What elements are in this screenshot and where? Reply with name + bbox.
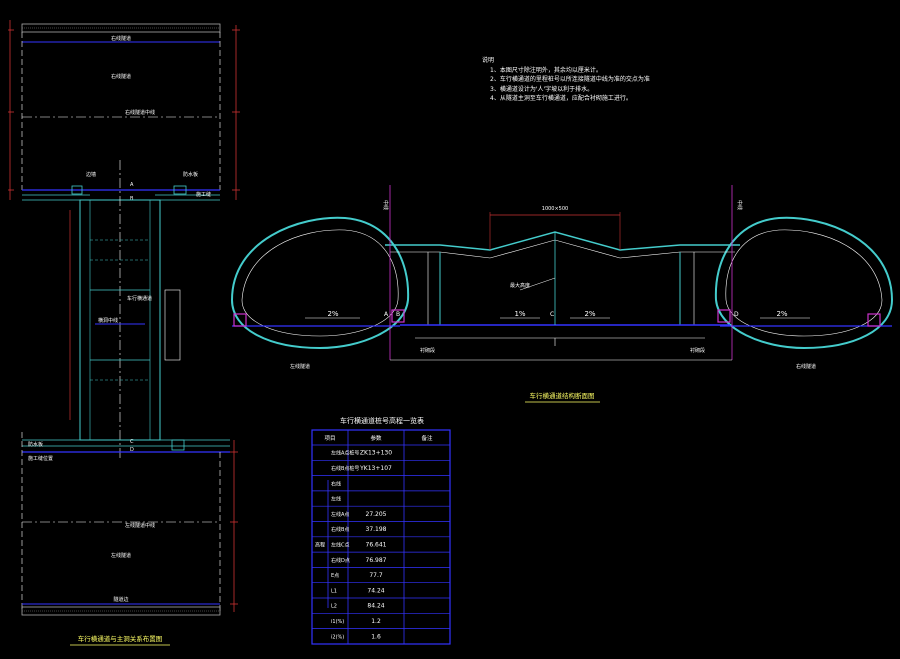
notes-line-1: 1、本图尺寸除注明外，其余均以厘米计。 bbox=[490, 66, 602, 74]
notes-line-2: 2、车行横通道的里程桩号以所连接隧道中线为准的交点为准 bbox=[490, 76, 650, 83]
section-seg-right: 衬砌段 bbox=[690, 347, 705, 354]
table-row-value: YK13+107 bbox=[359, 465, 392, 472]
plan-side-label-3: 施工缝 bbox=[196, 191, 211, 198]
section-view: 2% 1% 2% 2% A B C D 最大高度 1000×500 衬砌段 衬砌… bbox=[230, 185, 894, 403]
notes-line-3: 3、横通道设计为'人'字坡以利于排水。 bbox=[490, 85, 594, 93]
table-row-item: 右线B点 bbox=[331, 526, 349, 533]
table-row-item: 右线D点 bbox=[331, 557, 350, 564]
section-label-b: B bbox=[396, 311, 400, 318]
table-row-value: 37.198 bbox=[366, 526, 387, 533]
section-right-tunnel-label: 右线隧道 bbox=[796, 363, 816, 370]
table-row-item: 左线A点桩号 bbox=[331, 450, 359, 457]
plan-bottom-centerline-label: 左线隧道中线 bbox=[125, 522, 155, 529]
table-grid bbox=[312, 459, 450, 629]
plan-bottom-edge-label: 隧道边 bbox=[113, 596, 128, 603]
table-row-value: 77.7 bbox=[369, 572, 383, 579]
notes-block: 说明 1、本图尺寸除注明外，其余均以厘米计。 2、车行横通道的里程桩号以所连接隧… bbox=[482, 56, 702, 104]
table-title: 车行横通道桩号高程一览表 bbox=[340, 417, 424, 425]
plan-top-road-label: 右线隧道 bbox=[111, 35, 131, 42]
table-row-item: 左线 bbox=[331, 496, 341, 503]
plan-side-label-2: 防水板 bbox=[183, 171, 198, 178]
plan-bottom-label-1: 防水板 bbox=[28, 441, 43, 448]
table-row-value: 1.2 bbox=[371, 618, 381, 625]
section-right-markers: 中线 bbox=[736, 200, 743, 210]
table-row-item: 右线 bbox=[331, 480, 341, 487]
plan-top-center-label: 右线隧道 bbox=[111, 73, 131, 80]
plan-side-label-1: 边墙 bbox=[86, 171, 96, 178]
plan-bottom-center-label: 左线隧道 bbox=[111, 552, 131, 559]
table-header-1: 参数 bbox=[370, 434, 382, 442]
slope-mid-right-label: 2% bbox=[584, 310, 595, 318]
plan-label-d: D bbox=[130, 447, 134, 453]
plan-mid-label-1: 车行横通道 bbox=[127, 295, 152, 302]
section-label-c: C bbox=[550, 311, 554, 318]
plan-label-a: A bbox=[130, 182, 134, 188]
slope-left-label: 2% bbox=[327, 310, 338, 318]
table-row-item: L2 bbox=[331, 604, 337, 610]
plan-mid-label-2: 横洞中线 bbox=[98, 317, 118, 324]
table-row-item: L1 bbox=[331, 588, 337, 594]
table-row-value: 1.6 bbox=[371, 633, 381, 640]
table-row-value: ZK13+130 bbox=[360, 450, 392, 457]
table-row-item: 右线B点桩号 bbox=[331, 465, 359, 472]
table-row-value: 76.987 bbox=[366, 557, 387, 564]
section-left-tunnel-label: 左线隧道 bbox=[290, 363, 310, 370]
section-caption: 车行横通道结构断面图 bbox=[530, 391, 595, 400]
section-label-d: D bbox=[734, 311, 739, 318]
section-seg-left: 衬砌段 bbox=[420, 347, 435, 354]
notes-heading: 说明 bbox=[482, 57, 495, 64]
slope-right-label: 2% bbox=[776, 310, 787, 318]
plan-caption: 车行横通道与主洞关系布置图 bbox=[78, 634, 163, 643]
section-left-markers: 中线 bbox=[382, 200, 389, 210]
slope-mid-left-label: 1% bbox=[514, 310, 525, 318]
table-row-group: 高程 bbox=[315, 541, 325, 548]
table-row-value: 84.24 bbox=[367, 603, 384, 610]
plan-label-c: C bbox=[130, 439, 134, 445]
table-header-2: 备注 bbox=[421, 434, 433, 442]
table-row-item: i2(%) bbox=[331, 634, 344, 640]
notes-line-4: 4、从隧道主洞至车行横通道，应配合衬砌施工进行。 bbox=[490, 95, 632, 102]
table-row-item: E点 bbox=[331, 573, 339, 579]
table-row-value: 74.24 bbox=[367, 587, 384, 594]
table-row-item: 左线A点 bbox=[331, 511, 349, 518]
plan-label-b: B bbox=[130, 196, 134, 202]
section-low-label: 最大高度 bbox=[510, 282, 530, 289]
section-top-dim: 1000×500 bbox=[542, 206, 568, 212]
plan-view: 右线隧道 右线隧道 右线隧道中线 A B 边墙 防水板 施工缝 车行横通道 横洞… bbox=[8, 20, 240, 646]
table-row-item: i1(%) bbox=[331, 619, 344, 625]
table-row-value: 76.641 bbox=[366, 541, 387, 548]
plan-top-centerline-label: 右线隧道中线 bbox=[125, 109, 155, 116]
table-row-item: 左线C点 bbox=[331, 541, 350, 548]
table-row-value: 27.205 bbox=[366, 511, 387, 518]
plan-bottom-label-2: 施工缝位置 bbox=[28, 455, 53, 462]
section-label-a: A bbox=[384, 311, 389, 318]
table-header-0: 项目 bbox=[324, 435, 335, 442]
